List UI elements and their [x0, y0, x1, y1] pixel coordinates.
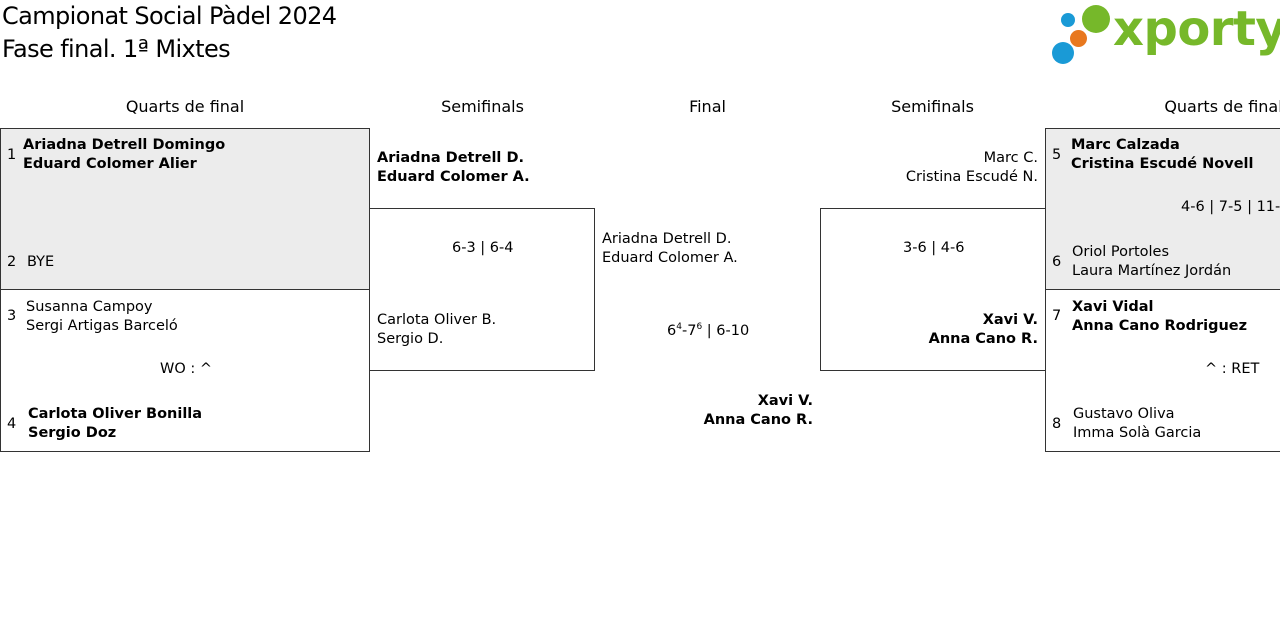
team-player-2[interactable]: Cristina Escudé N. [905, 169, 1038, 185]
team-player-2[interactable]: Imma Solà Garcia [1073, 425, 1202, 441]
team-player-2[interactable]: Sergio Doz [28, 425, 117, 441]
team-player-2[interactable]: Eduard Colomer Alier [23, 156, 197, 172]
tiebreak-score: 6 [696, 322, 703, 332]
final-score: 64-76 | 6-10 [667, 322, 749, 339]
round-header-final: Final [689, 97, 726, 116]
team-player-1[interactable]: Carlota Oliver Bonilla [28, 406, 203, 422]
match-score: ^ : RET [1205, 361, 1260, 377]
xporty-logo[interactable]: xporty [1050, 1, 1280, 67]
team-player-2[interactable]: Anna Cano Rodriguez [1072, 318, 1248, 334]
team-player-2[interactable]: Eduard Colomer A. [377, 169, 530, 185]
match-score: 4-6 | 7-5 | 11-5 [1181, 199, 1280, 215]
team-player-2[interactable]: Laura Martínez Jordán [1072, 263, 1232, 279]
round-header-left-semis: Semifinals [441, 97, 524, 116]
team-player-2[interactable]: Sergi Artigas Barceló [26, 318, 178, 334]
team-player-1[interactable]: Gustavo Oliva [1073, 406, 1175, 422]
champion-player-2[interactable]: Anna Cano R. [703, 412, 813, 428]
team-player-2[interactable]: Sergio D. [377, 331, 444, 347]
seed-number: 2 [7, 254, 17, 270]
team-player-1[interactable]: Ariadna Detrell Domingo [23, 137, 226, 153]
team-player-2[interactable]: Eduard Colomer A. [602, 250, 738, 266]
round-header-right-quarters: Quarts de final [1164, 97, 1280, 116]
left-quarter-match-1 [0, 128, 370, 290]
page-title: Campionat Social Pàdel 2024 [2, 2, 337, 30]
team-player-1[interactable]: Carlota Oliver B. [377, 312, 497, 328]
champion-player-1[interactable]: Xavi V. [757, 393, 813, 409]
final-score-game: -7 [681, 322, 697, 339]
page-subtitle: Fase final. 1ª Mixtes [2, 35, 231, 63]
team-player-1[interactable]: Susanna Campoy [26, 299, 153, 315]
tiebreak-score: 4 [676, 322, 682, 332]
team-player-1[interactable]: Xavi V. [982, 312, 1038, 328]
final-score-rest: | 6-10 [702, 322, 750, 339]
right-quarter-match-2 [1045, 289, 1280, 452]
left-semi-match [369, 208, 595, 371]
match-score: WO : ^ [160, 361, 213, 377]
seed-number: 1 [7, 147, 17, 163]
seed-number: 6 [1052, 254, 1062, 270]
seed-number: 8 [1052, 416, 1062, 432]
team-player-2[interactable]: Anna Cano R. [928, 331, 1038, 347]
round-header-left-quarters: Quarts de final [125, 97, 245, 116]
logo-dot-blue-large [1052, 42, 1074, 64]
logo-dot-orange [1070, 30, 1087, 47]
logo-wordmark: xporty [1113, 1, 1280, 57]
team-player-1[interactable]: Ariadna Detrell D. [602, 231, 732, 247]
team-player-1[interactable]: Oriol Portoles [1072, 244, 1170, 260]
match-score: 6-3 | 6-4 [452, 240, 514, 256]
seed-number: 4 [7, 416, 17, 432]
final-score-game: 6 [667, 322, 677, 339]
seed-number: 3 [7, 308, 17, 324]
team-player-1[interactable]: Xavi Vidal [1072, 299, 1154, 315]
bye-label: BYE [27, 254, 55, 270]
team-player-1[interactable]: Ariadna Detrell D. [377, 150, 524, 166]
match-score: 3-6 | 4-6 [903, 240, 965, 256]
team-player-1[interactable]: Marc C. [983, 150, 1038, 166]
team-player-2[interactable]: Cristina Escudé Novell [1071, 156, 1254, 172]
round-header-right-semis: Semifinals [891, 97, 974, 116]
logo-dot-green [1082, 5, 1110, 33]
team-player-1[interactable]: Marc Calzada [1071, 137, 1180, 153]
logo-dot-blue [1061, 13, 1075, 27]
seed-number: 5 [1052, 147, 1062, 163]
seed-number: 7 [1052, 308, 1062, 324]
